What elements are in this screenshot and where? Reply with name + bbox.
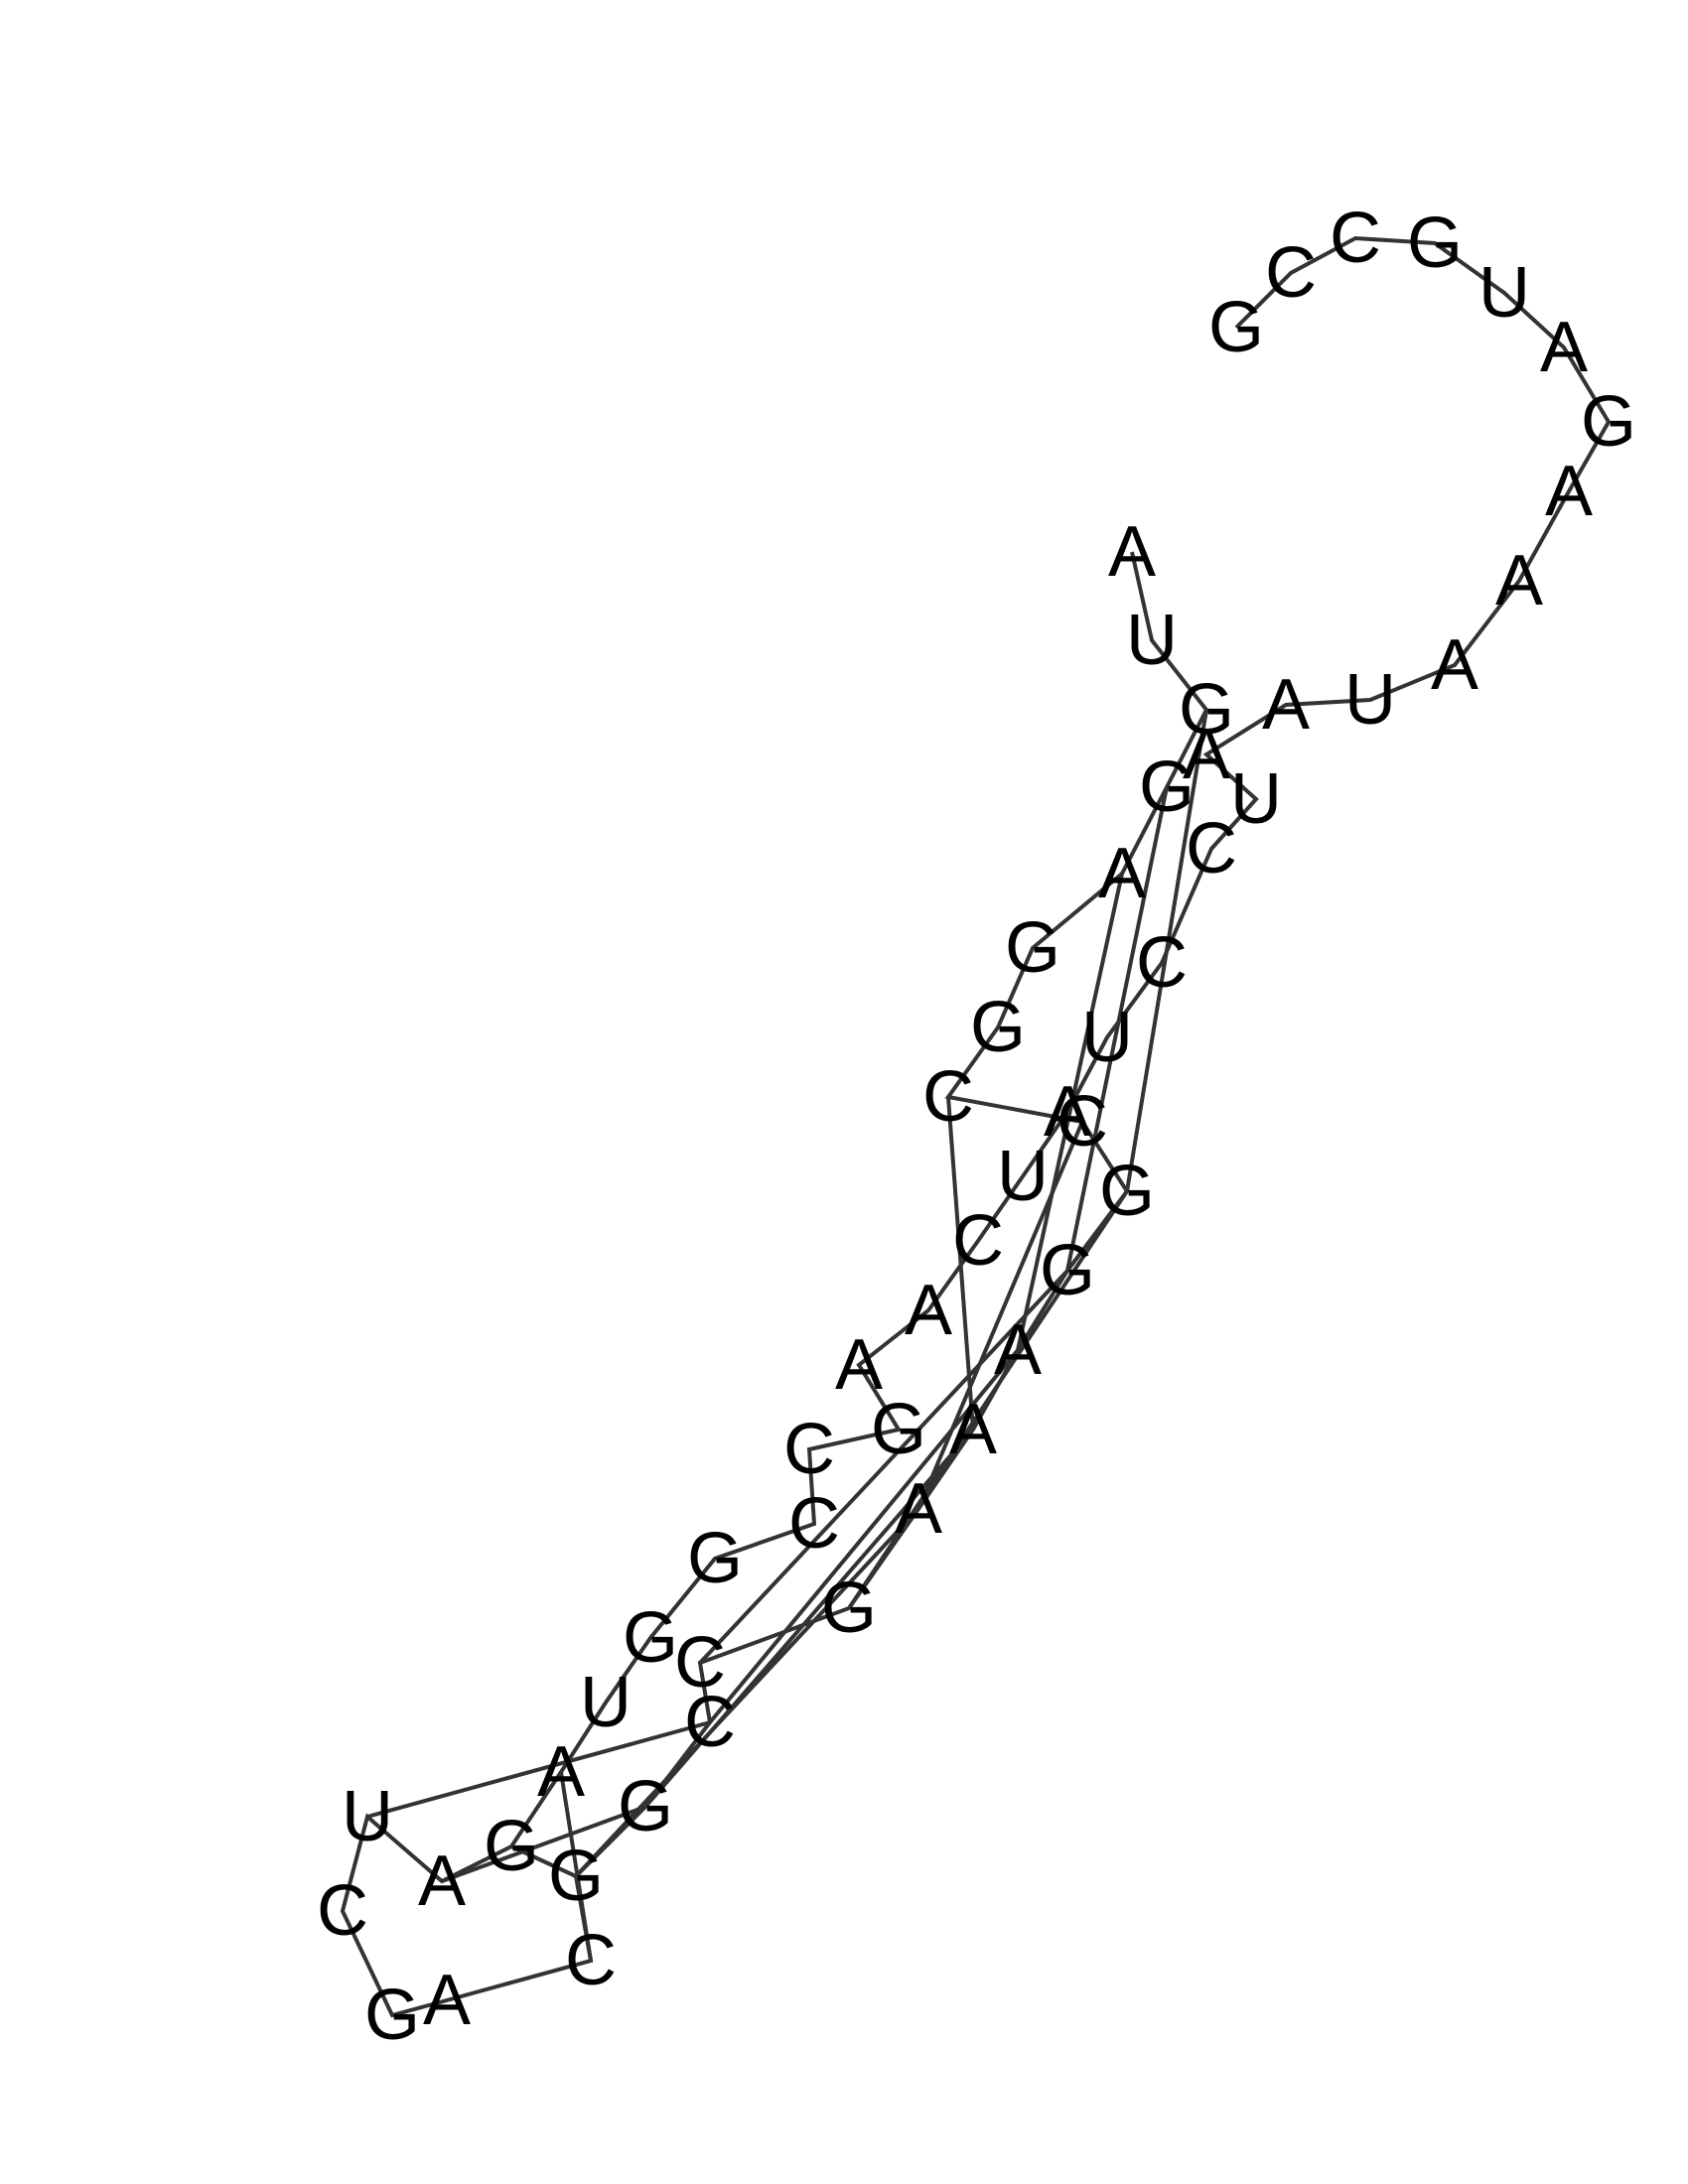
nucleotide-2: U [1126,601,1178,680]
base-pair-bond [1125,709,1208,1192]
base-pair-bond [510,1844,577,1878]
nucleotide-4: G [1139,748,1195,827]
nucleotide-7: G [970,988,1026,1067]
nucleotide-31: C [788,1484,840,1564]
nucleotide-45: U [1344,660,1396,740]
base-pair-bond [1065,786,1169,1272]
nucleotide-44: A [1262,665,1310,745]
nucleotide-39: U [1081,998,1133,1077]
nucleotide-42: U [1230,759,1282,839]
nucleotide-29: G [623,1598,678,1678]
nucleotide-11: G [1040,1231,1095,1310]
nucleotide-51: U [1478,253,1530,333]
nucleotide-41: C [1186,809,1237,888]
nucleotide-9: C [1056,1082,1108,1161]
nucleotide-8: C [922,1057,974,1137]
nucleotide-15: G [821,1569,877,1648]
nucleotide-21: A [423,1961,471,2040]
base-pair-bond [916,1121,1084,1510]
nucleotide-37: U [997,1137,1049,1216]
nucleotide-24: U [342,1777,393,1856]
nucleotide-5: A [1098,834,1146,913]
nucleotide-20: C [565,1921,617,2000]
base-pair-bond [847,1189,1129,1610]
base-pairs [366,709,1208,1962]
nucleotide-50: A [1540,308,1588,387]
nucleotide-12: A [994,1310,1042,1390]
nucleotide-32: C [783,1410,835,1489]
base-pair-bond [708,1348,1020,1724]
base-pair-bond [698,1269,1069,1665]
nucleotide-16: C [674,1623,726,1703]
nucleotide-13: A [949,1390,997,1469]
nucleotide-53: C [1330,199,1381,278]
backbone [340,235,1612,2018]
nucleotide-1: A [1108,512,1156,592]
nucleotide-14: A [895,1469,942,1549]
nucleotide-17: C [684,1683,736,1762]
nucleotide-55: G [1208,288,1264,367]
nucleotide-19: G [548,1837,604,1916]
base-pair-bond [559,1771,593,1962]
nucleotide-23: C [317,1871,368,1951]
nucleotide-27: A [537,1732,585,1812]
nucleotide-52: G [1407,204,1463,283]
nucleotide-33: G [871,1390,926,1469]
base-pair-bond [1016,873,1124,1351]
nucleotide-6: G [1005,908,1060,988]
nucleotide-18: G [618,1767,673,1846]
nucleotide-34: A [835,1325,883,1405]
nucleotide-30: G [687,1519,743,1598]
nucleotide-48: A [1545,452,1593,531]
base-pair-bond [574,1507,920,1878]
nucleotide-46: A [1431,625,1478,705]
nucleotide-25: A [418,1842,466,1921]
nucleotide-35: A [905,1271,952,1350]
nucleotide-28: U [580,1663,632,1742]
nucleotide-47: A [1495,541,1543,620]
base-pair-bond [366,1720,711,1819]
nucleotide-38: A [1044,1072,1091,1152]
nucleotide-49: G [1581,382,1636,462]
nucleotide-10: G [1099,1152,1155,1231]
nucleotide-26: G [484,1807,539,1886]
backbone-line [340,235,1612,2018]
nucleotide-40: C [1136,923,1188,1003]
base-pair-bond [441,1805,646,1883]
nucleotide-22: G [364,1976,420,2055]
nucleotide-54: C [1265,233,1317,313]
nucleotide-43: A [1183,715,1230,794]
nucleotide-3: G [1179,670,1234,750]
nucleotide-36: C [952,1201,1004,1281]
